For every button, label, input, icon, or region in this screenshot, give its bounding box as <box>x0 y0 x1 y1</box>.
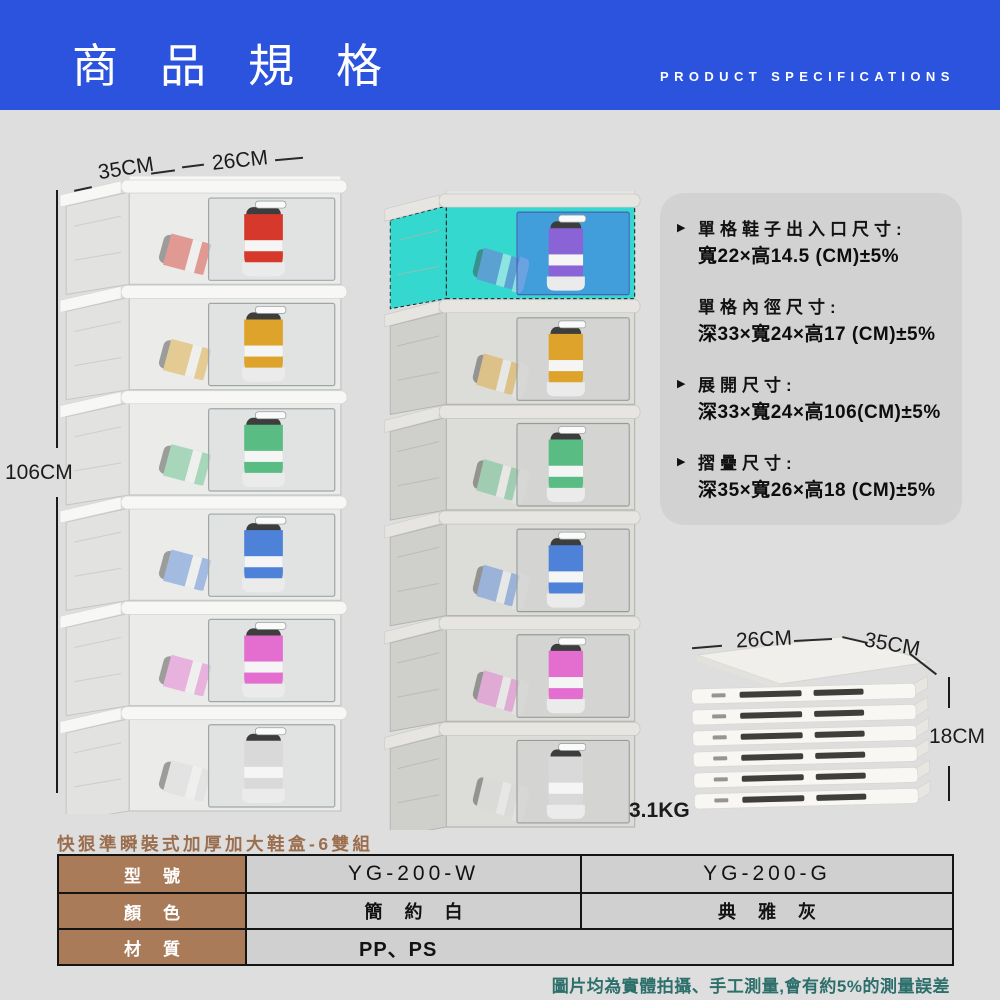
spec-value: 寬22×高14.5 (CM)±5% <box>698 246 900 267</box>
table-model-white: YG-200-W <box>245 856 580 892</box>
spec-item-opening-size: ▶ 單格鞋子出入口尺寸: 寬22×高14.5 (CM)±5% <box>660 217 952 270</box>
spec-value: 深33×寬24×高106(CM)±5% <box>698 402 941 423</box>
table-label-color: 顏色 <box>59 892 245 928</box>
dim-width-expanded: 26CM <box>210 146 270 175</box>
dimension-line <box>948 766 950 801</box>
gray-stack-image <box>383 189 641 838</box>
expanded-stack-image <box>58 175 348 822</box>
folded-stack-image <box>683 628 939 818</box>
page-subtitle: PRODUCT SPECIFICATIONS <box>660 69 955 84</box>
dim-height-expanded: 106CM <box>5 461 73 484</box>
table-label-material: 材質 <box>59 928 245 964</box>
table-material: PP、PS <box>245 928 952 964</box>
triangle-bullet-icon: ▶ <box>677 378 686 390</box>
spec-item-expanded-size: ▶ 展開尺寸: 深33×寬24×高106(CM)±5% <box>660 373 952 426</box>
dim-height-folded: 18CM <box>929 725 986 748</box>
dimension-line <box>274 156 304 162</box>
table-label-model: 型號 <box>59 856 245 892</box>
dimension-line <box>56 190 58 448</box>
weight-label: 3.1KG <box>629 799 690 822</box>
dimension-line <box>948 677 950 708</box>
spec-label: 展開尺寸: <box>698 376 797 395</box>
header-banner: 商品規格 PRODUCT SPECIFICATIONS <box>0 0 1000 110</box>
dimension-line <box>181 163 205 169</box>
spec-panel: ▶ 單格鞋子出入口尺寸: 寬22×高14.5 (CM)±5% 單格內徑尺寸: 深… <box>660 193 962 525</box>
spec-item-folded-size: ▶ 摺疊尺寸: 深35×寬26×高18 (CM)±5% <box>660 451 952 504</box>
table-color-gray: 典雅灰 <box>580 892 952 928</box>
product-name: 快狠準瞬裝式加厚加大鞋盒-6雙組 <box>57 834 374 854</box>
spec-value: 深35×寬26×高18 (CM)±5% <box>698 480 936 501</box>
triangle-bullet-icon: ▶ <box>677 456 686 468</box>
triangle-bullet-icon: ▶ <box>677 222 686 234</box>
table-model-gray: YG-200-G <box>580 856 952 892</box>
dim-width-folded: 26CM <box>735 626 793 653</box>
page-title: 商品規格 <box>72 40 424 92</box>
spec-label: 單格鞋子出入口尺寸: <box>698 220 907 239</box>
table-color-white: 簡約白 <box>245 892 580 928</box>
spec-label: 單格內徑尺寸: <box>698 298 841 317</box>
dimension-line <box>56 497 58 793</box>
spec-label: 摺疊尺寸: <box>698 454 797 473</box>
measurement-disclaimer: 圖片均為實體拍攝、手工測量,會有約5%的測量誤差 <box>551 977 950 996</box>
spec-value: 深33×寬24×高17 (CM)±5% <box>698 324 936 345</box>
spec-table: 型號 YG-200-W YG-200-G 顏色 簡約白 典雅灰 材質 PP、PS <box>57 854 954 966</box>
spec-item-inner-size: 單格內徑尺寸: 深33×寬24×高17 (CM)±5% <box>660 295 952 348</box>
